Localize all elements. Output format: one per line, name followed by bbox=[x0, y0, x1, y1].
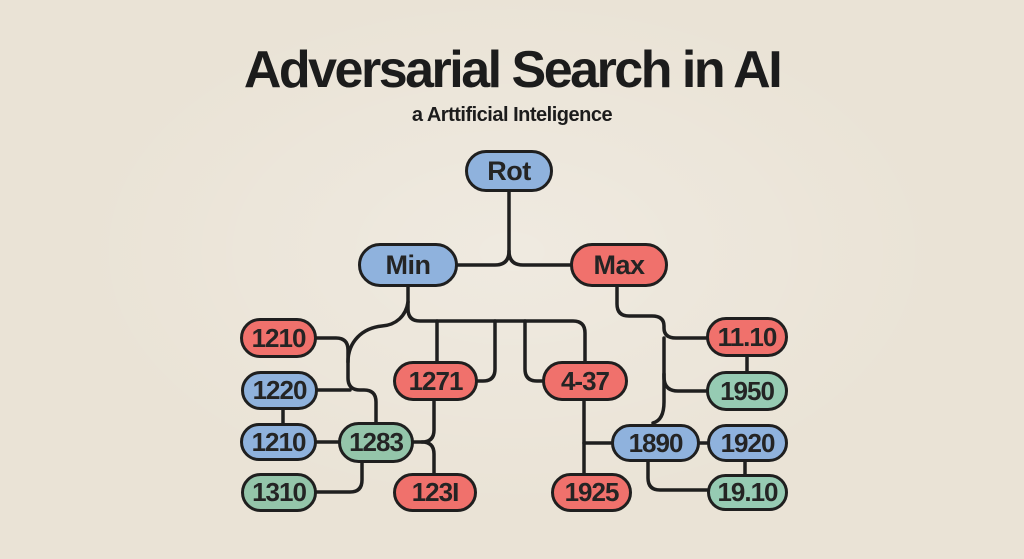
tree-node-min: Min bbox=[358, 243, 458, 287]
tree-node-max: Max bbox=[570, 243, 668, 287]
tree-node-root: Rot bbox=[465, 150, 553, 192]
tree-node-mid-5: 1925 bbox=[551, 473, 632, 512]
tree-node-right-5: 19.10 bbox=[707, 474, 788, 511]
tree-node-mid-1: 1283 bbox=[338, 422, 414, 463]
tree-node-right-4: 1920 bbox=[707, 424, 788, 462]
tree-node-right-1: 11.10 bbox=[706, 317, 788, 357]
tree-node-mid-2: 1271 bbox=[393, 361, 478, 401]
tree-node-mid-4: 4-37 bbox=[542, 361, 628, 401]
tree-node-left-4: 1310 bbox=[241, 473, 317, 512]
tree-node-right-2: 1950 bbox=[706, 371, 788, 411]
page-title: Adversarial Search in AI bbox=[243, 41, 783, 99]
tree-node-right-3: 1890 bbox=[611, 424, 700, 462]
tree-node-left-1: 1210 bbox=[240, 318, 317, 358]
tree-node-mid-3: 123I bbox=[393, 473, 477, 512]
tree-node-left-3: 1210 bbox=[240, 423, 317, 461]
page-subtitle: a Arttificial Inteligence bbox=[411, 104, 613, 126]
tree-node-left-2: 1220 bbox=[241, 371, 318, 410]
